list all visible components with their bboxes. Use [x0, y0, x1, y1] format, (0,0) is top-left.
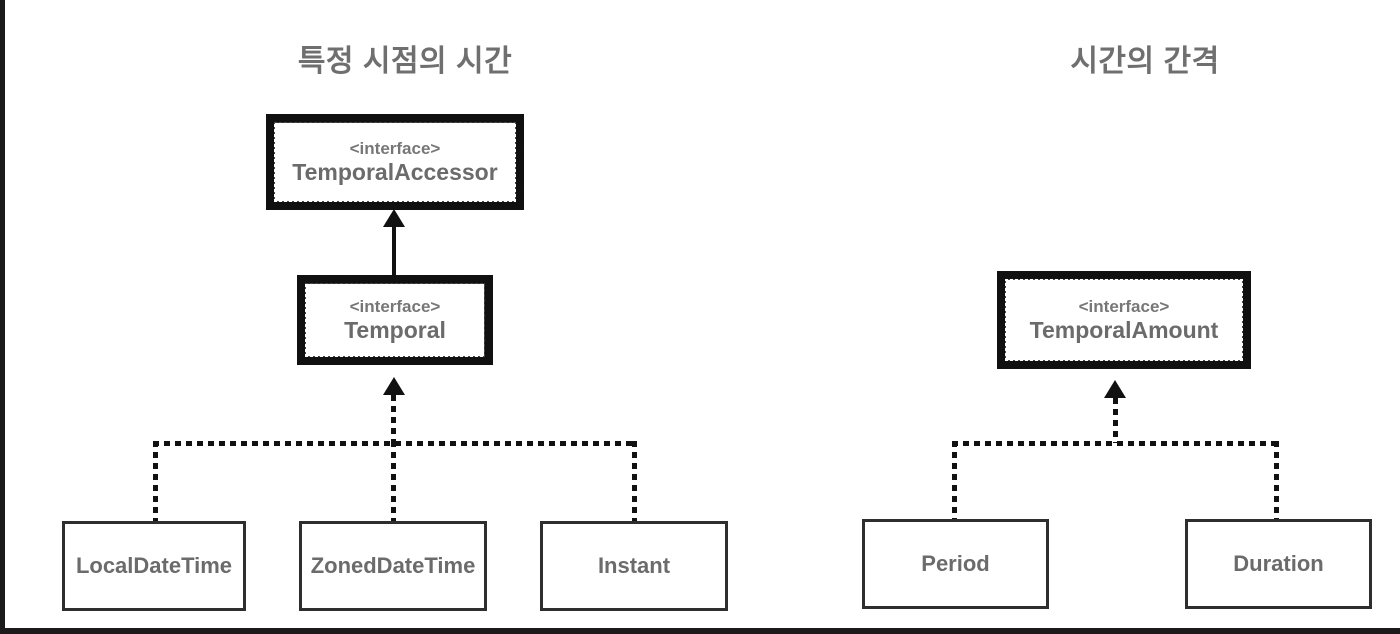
connector-temporal-to-temporalaccessor-line: [392, 226, 396, 276]
section-title-right: 시간의 간격: [1070, 45, 1220, 78]
connector-bus-to-temporal-riser: [391, 395, 396, 445]
connector-drop-period: [952, 441, 957, 521]
stereotype-label-temporal: <interface>: [349, 296, 441, 316]
node-temporal-accessor[interactable]: <interface> TemporalAccessor: [267, 115, 523, 209]
arrowhead-bus-to-temporalamount: [1104, 380, 1126, 398]
stereotype-label-temporal-accessor: <interface>: [349, 138, 441, 158]
node-label-temporal-accessor: TemporalAccessor: [292, 158, 498, 185]
node-local-date-time[interactable]: LocalDateTime: [62, 521, 246, 611]
arrowhead-temporal-to-temporalaccessor: [383, 209, 405, 227]
node-period[interactable]: Period: [862, 519, 1049, 609]
node-label-temporal-amount: TemporalAmount: [1029, 316, 1219, 343]
node-temporal[interactable]: <interface> Temporal: [298, 276, 492, 364]
node-label-instant: Instant: [597, 552, 671, 578]
connector-drop-duration: [1274, 441, 1279, 521]
connector-right-bus: [952, 441, 1279, 446]
connector-drop-local-date-time: [153, 441, 158, 523]
node-label-local-date-time: LocalDateTime: [75, 552, 233, 578]
node-instant[interactable]: Instant: [540, 521, 728, 611]
section-title-left: 특정 시점의 시간: [297, 45, 513, 78]
node-label-duration: Duration: [1233, 550, 1324, 576]
connector-drop-instant: [632, 441, 637, 523]
node-label-zoned-date-time: ZonedDateTime: [310, 552, 476, 578]
node-label-period: Period: [921, 550, 990, 576]
node-zoned-date-time[interactable]: ZonedDateTime: [299, 521, 487, 611]
connector-bus-to-temporalamount-riser: [1113, 398, 1118, 443]
arrowhead-bus-to-temporal: [383, 377, 405, 395]
node-temporal-amount[interactable]: <interface> TemporalAmount: [998, 272, 1250, 368]
node-duration[interactable]: Duration: [1185, 519, 1372, 609]
connector-drop-zoned-date-time: [391, 441, 396, 523]
stereotype-label-temporal-amount: <interface>: [1078, 296, 1170, 316]
node-label-temporal: Temporal: [344, 316, 446, 343]
